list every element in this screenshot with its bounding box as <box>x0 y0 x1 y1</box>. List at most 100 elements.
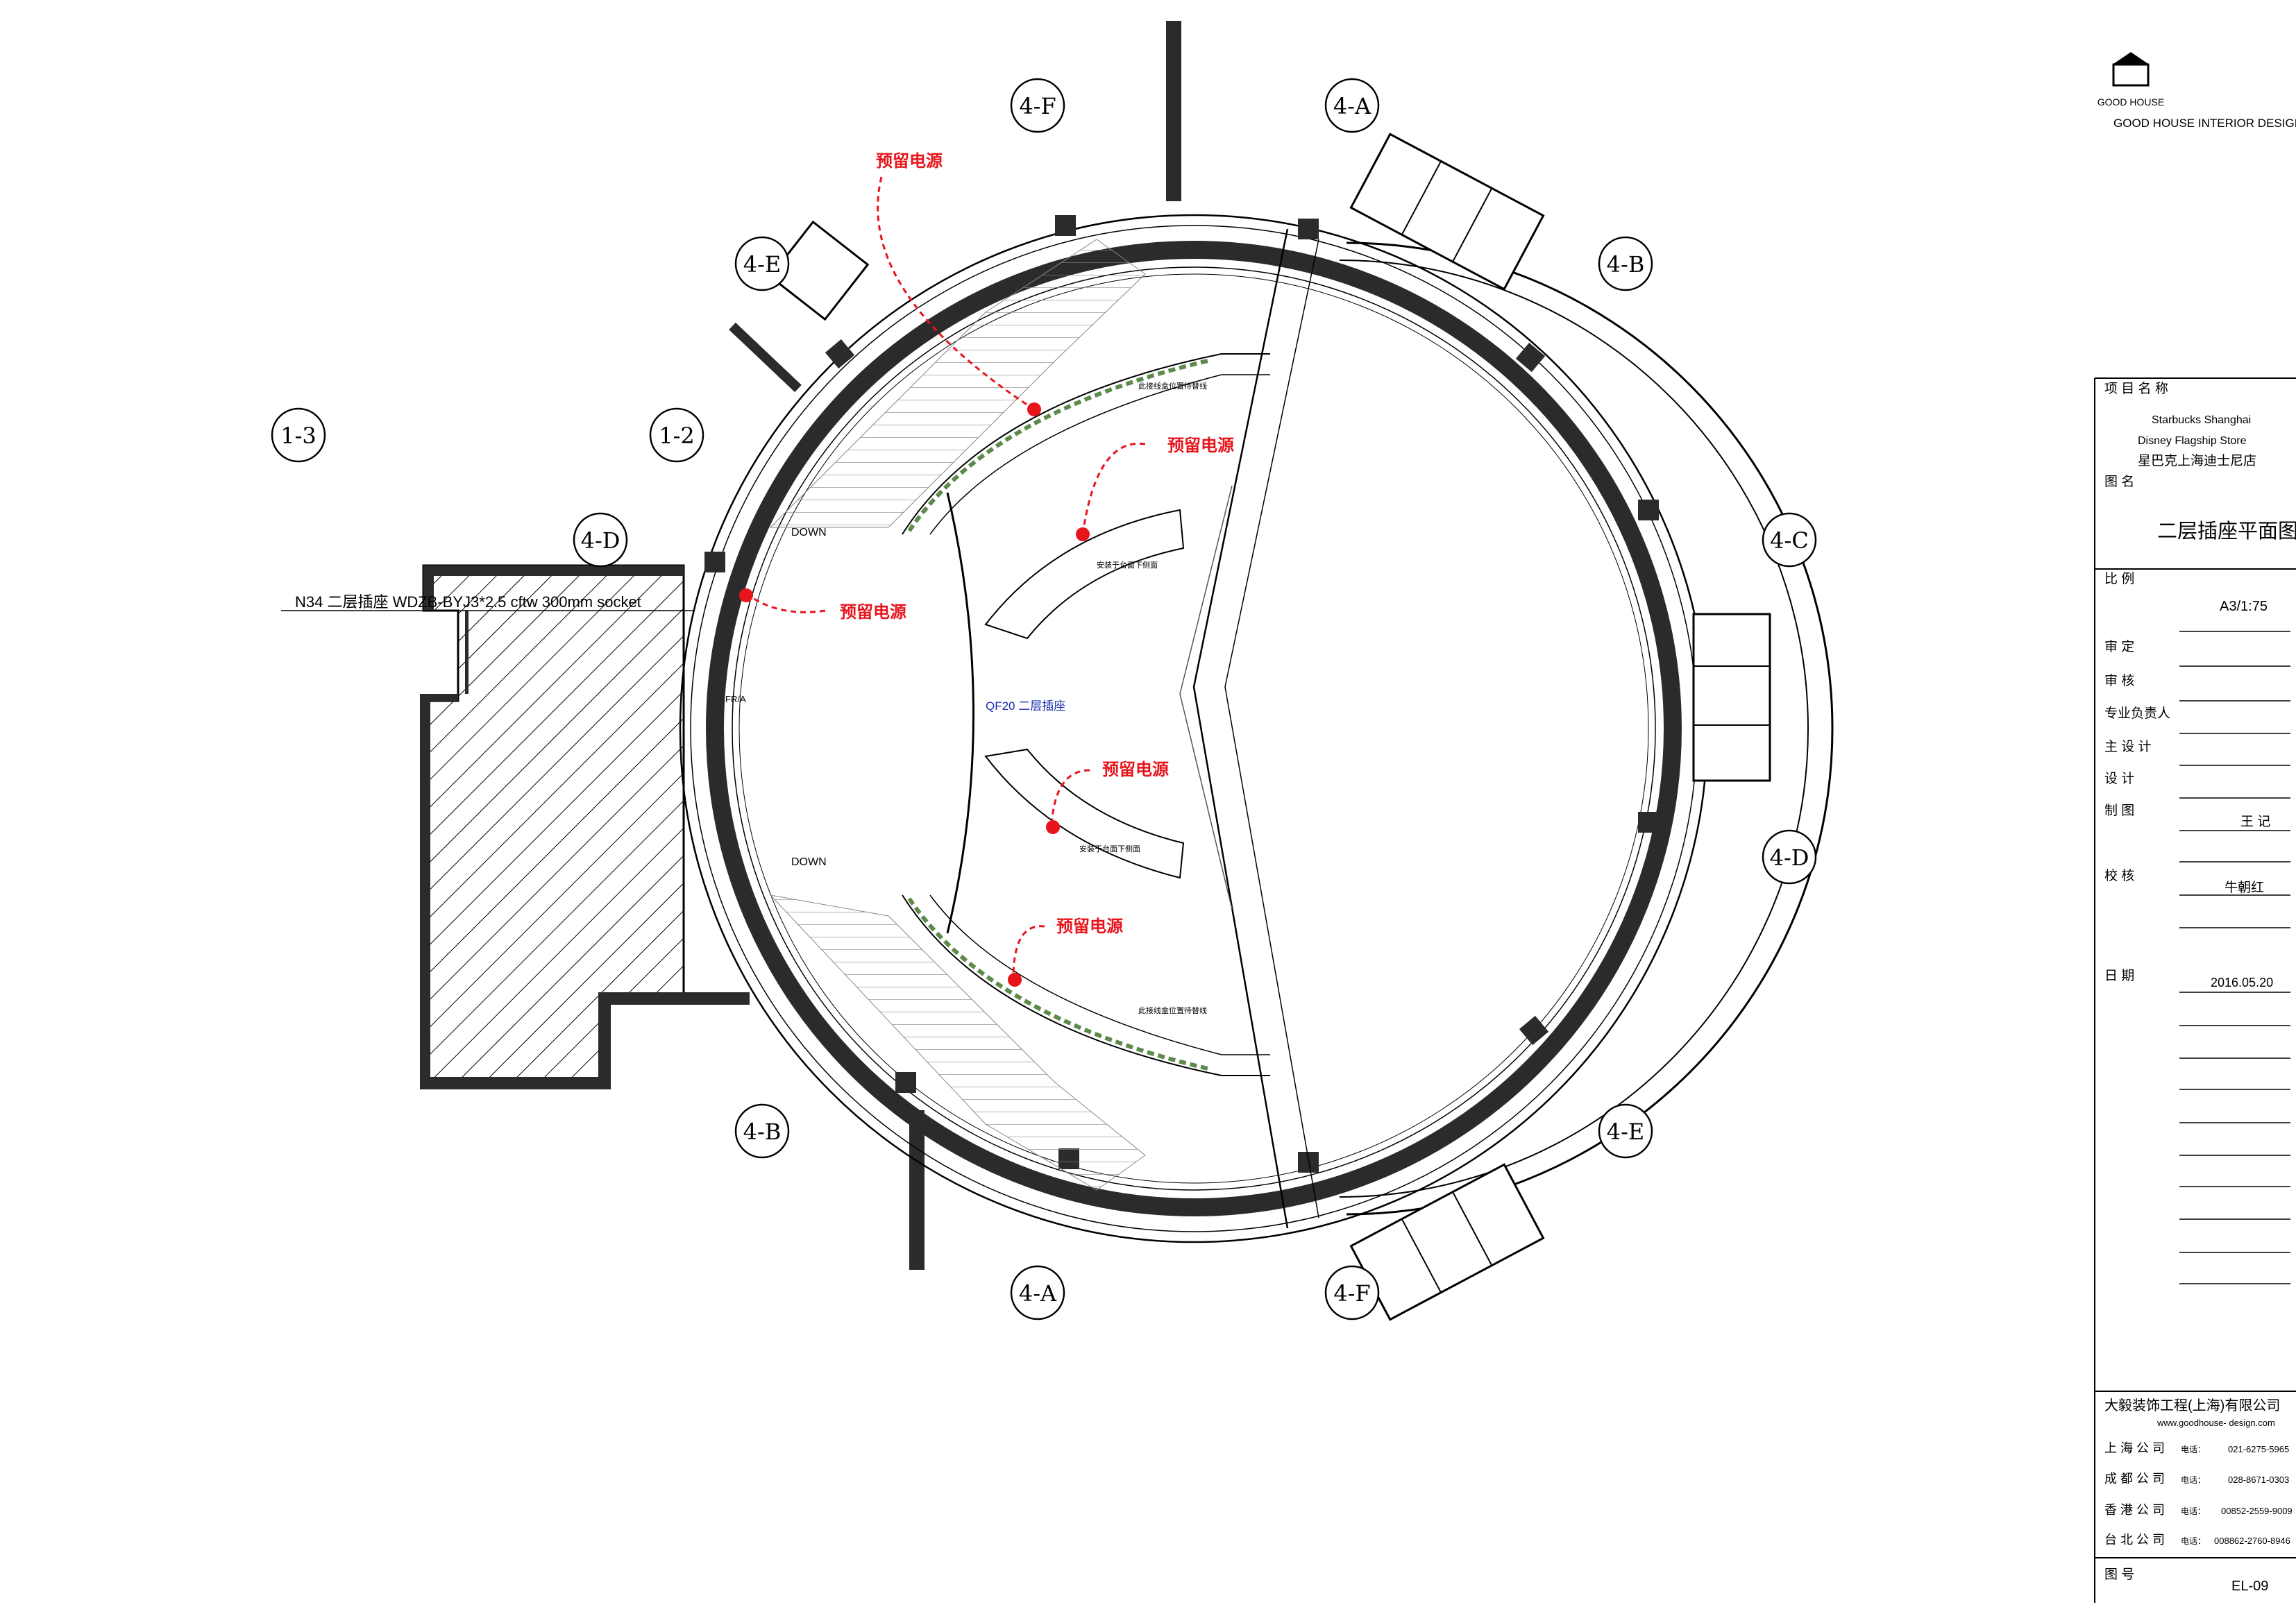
svg-text:4-B: 4-B <box>1607 251 1645 278</box>
reserve-power-point-3 <box>739 588 753 602</box>
chief-design-label: 主 设 计 <box>2104 739 2152 754</box>
company-website: www.goodhouse- design.com <box>2156 1418 2275 1428</box>
svg-text:4-F: 4-F <box>1019 93 1056 119</box>
drawing-name: 二层插座平面图 <box>2157 520 2296 543</box>
annex-building <box>420 564 750 1089</box>
office-row: 上 海 公 司 电话： 021-6275-5965 <box>2104 1441 2289 1455</box>
counter-note: 安装于台面下侧面 <box>1097 560 1158 570</box>
svg-text:4-D: 4-D <box>581 527 621 554</box>
office-row: 成 都 公 司 电话： 028-8671-0303 <box>2104 1472 2289 1486</box>
grid-bubble: 4-B <box>734 1103 790 1159</box>
stairs <box>769 239 1146 1191</box>
grid-bubble: 1-3 <box>271 407 326 463</box>
office-row: 香 港 公 司 电话： 00852-2559-9009 <box>2104 1503 2293 1517</box>
office-name: 上 海 公 司 <box>2104 1441 2165 1455</box>
power-leaders <box>745 176 1146 979</box>
office-tel-label: 电话： <box>2181 1536 2206 1546</box>
reserve-power-label: 预留电源 <box>840 603 906 622</box>
socket-circuit-label: QF20 二层插座 <box>986 699 1065 713</box>
reserve-power-point-1 <box>1027 402 1041 416</box>
sheet-no-label: 图 号 <box>2104 1567 2134 1582</box>
svg-text:4-D: 4-D <box>1770 844 1809 871</box>
grid-bubble: 4-A <box>1010 1265 1065 1320</box>
sheet-no: EL-09 <box>2231 1579 2268 1594</box>
scale-label: 比 例 <box>2104 571 2134 586</box>
project-name-label: 项 目 名 称 <box>2104 381 2168 396</box>
counters <box>902 353 1270 1076</box>
svg-text:4-A: 4-A <box>1333 93 1371 119</box>
grid-bubble: 4-A <box>1324 78 1380 133</box>
svg-text:4-A: 4-A <box>1019 1280 1057 1307</box>
window-bays <box>768 133 1771 1321</box>
review-label: 审 核 <box>2104 673 2134 688</box>
svg-text:4-E: 4-E <box>1607 1119 1645 1145</box>
office-tel: 028-8671-0303 <box>2228 1475 2289 1485</box>
date-label: 日 期 <box>2104 968 2134 983</box>
down-label: DOWN <box>791 856 827 868</box>
counter-note: 安装于台面下侧面 <box>1079 844 1140 853</box>
drawn-label: 制 图 <box>2104 803 2134 818</box>
reserve-power-point-2 <box>1076 527 1090 541</box>
grid-bubble: 4-D <box>573 512 628 568</box>
grid-bubble: 4-D <box>1762 829 1817 885</box>
project-name-en: Disney Flagship Store <box>2138 435 2247 447</box>
down-label: DOWN <box>791 527 827 538</box>
reserve-power-label: 预留电源 <box>1056 917 1123 936</box>
office-name: 成 都 公 司 <box>2104 1472 2165 1486</box>
office-name: 台 北 公 司 <box>2104 1533 2165 1547</box>
reserve-power-label: 预留电源 <box>876 152 943 171</box>
exterior-walls <box>729 21 1181 1270</box>
grid-bubble: 4-E <box>734 236 790 291</box>
house-icon <box>2113 52 2148 64</box>
house-icon <box>2112 63 2150 87</box>
office-tel-label: 电话： <box>2181 1475 2206 1485</box>
project-name-en: Starbucks Shanghai <box>2152 414 2251 426</box>
svg-text:4-C: 4-C <box>1770 527 1809 554</box>
power-points <box>739 402 1090 987</box>
grid-bubble: 4-F <box>1010 78 1065 133</box>
grid-bubble: 4-C <box>1762 512 1817 568</box>
title-block: 项 目 名 称 Starbucks Shanghai Disney Flagsh… <box>2094 377 2296 1603</box>
office-tel: 008862-2760-8946 <box>2214 1536 2290 1546</box>
drawing-name-label: 图 名 <box>2104 474 2134 489</box>
svg-text:1-2: 1-2 <box>659 423 695 449</box>
lead-label: 专业负责人 <box>2104 706 2170 721</box>
cable-spec: N34 二层插座 WDZB-BYJ3*2.5 cftw 300mm socket <box>281 593 694 611</box>
date-value: 2016.05.20 <box>2211 976 2273 989</box>
scale-value: A3/1:75 <box>2220 599 2268 614</box>
design-label: 设 计 <box>2104 771 2134 786</box>
grid-bubble: 4-F <box>1324 1265 1380 1320</box>
rail-note: 此接线盒位置待替线 <box>1138 381 1207 391</box>
check-label: 校 核 <box>2104 868 2134 883</box>
grid-bubble: 4-E <box>1598 1103 1653 1159</box>
svg-text:1-3: 1-3 <box>280 423 316 449</box>
office-tel-label: 电话： <box>2181 1506 2206 1516</box>
checked-by: 牛朝红 <box>2225 880 2264 895</box>
reserve-power-point-4 <box>1046 820 1060 834</box>
office-tel-label: 电话： <box>2181 1445 2206 1454</box>
grid-bubble: 4-B <box>1598 236 1653 291</box>
drawn-by: 王 记 <box>2240 814 2270 829</box>
logo-text: GOOD HOUSE <box>2097 96 2164 108</box>
brand-logo: GOOD HOUSE GOOD HOUSE INTERIOR DESIGN <box>2097 52 2296 130</box>
office-tel: 021-6275-5965 <box>2228 1444 2289 1454</box>
reserve-power-label: 预留电源 <box>1102 760 1169 779</box>
svg-text:4-B: 4-B <box>743 1119 782 1145</box>
rail-note: 此接线盒位置待替线 <box>1138 1005 1207 1015</box>
svg-text:4-F: 4-F <box>1333 1280 1370 1307</box>
company-name: 大毅装饰工程(上海)有限公司 <box>2104 1397 2280 1413</box>
project-name-cn: 星巴克上海迪士尼店 <box>2138 453 2256 468</box>
door-label: FR/A <box>725 694 746 704</box>
office-name: 香 港 公 司 <box>2104 1503 2165 1517</box>
grid-bubble: 1-2 <box>649 407 704 463</box>
office-row: 台 北 公 司 电话： 008862-2760-8946 <box>2104 1533 2290 1547</box>
reserve-power-point-5 <box>1008 973 1022 987</box>
office-tel: 00852-2559-9009 <box>2221 1506 2293 1516</box>
svg-text:4-E: 4-E <box>743 251 782 278</box>
brand-name: GOOD HOUSE INTERIOR DESIGN <box>2113 117 2296 130</box>
grid-bubbles: 4-F 4-A 4-E 4-B 1-3 1-2 4-D 4-C <box>271 78 1817 1320</box>
rotunda <box>679 214 1834 1243</box>
reserve-power-label: 预留电源 <box>1167 436 1234 455</box>
approve-label: 审 定 <box>2104 639 2134 654</box>
